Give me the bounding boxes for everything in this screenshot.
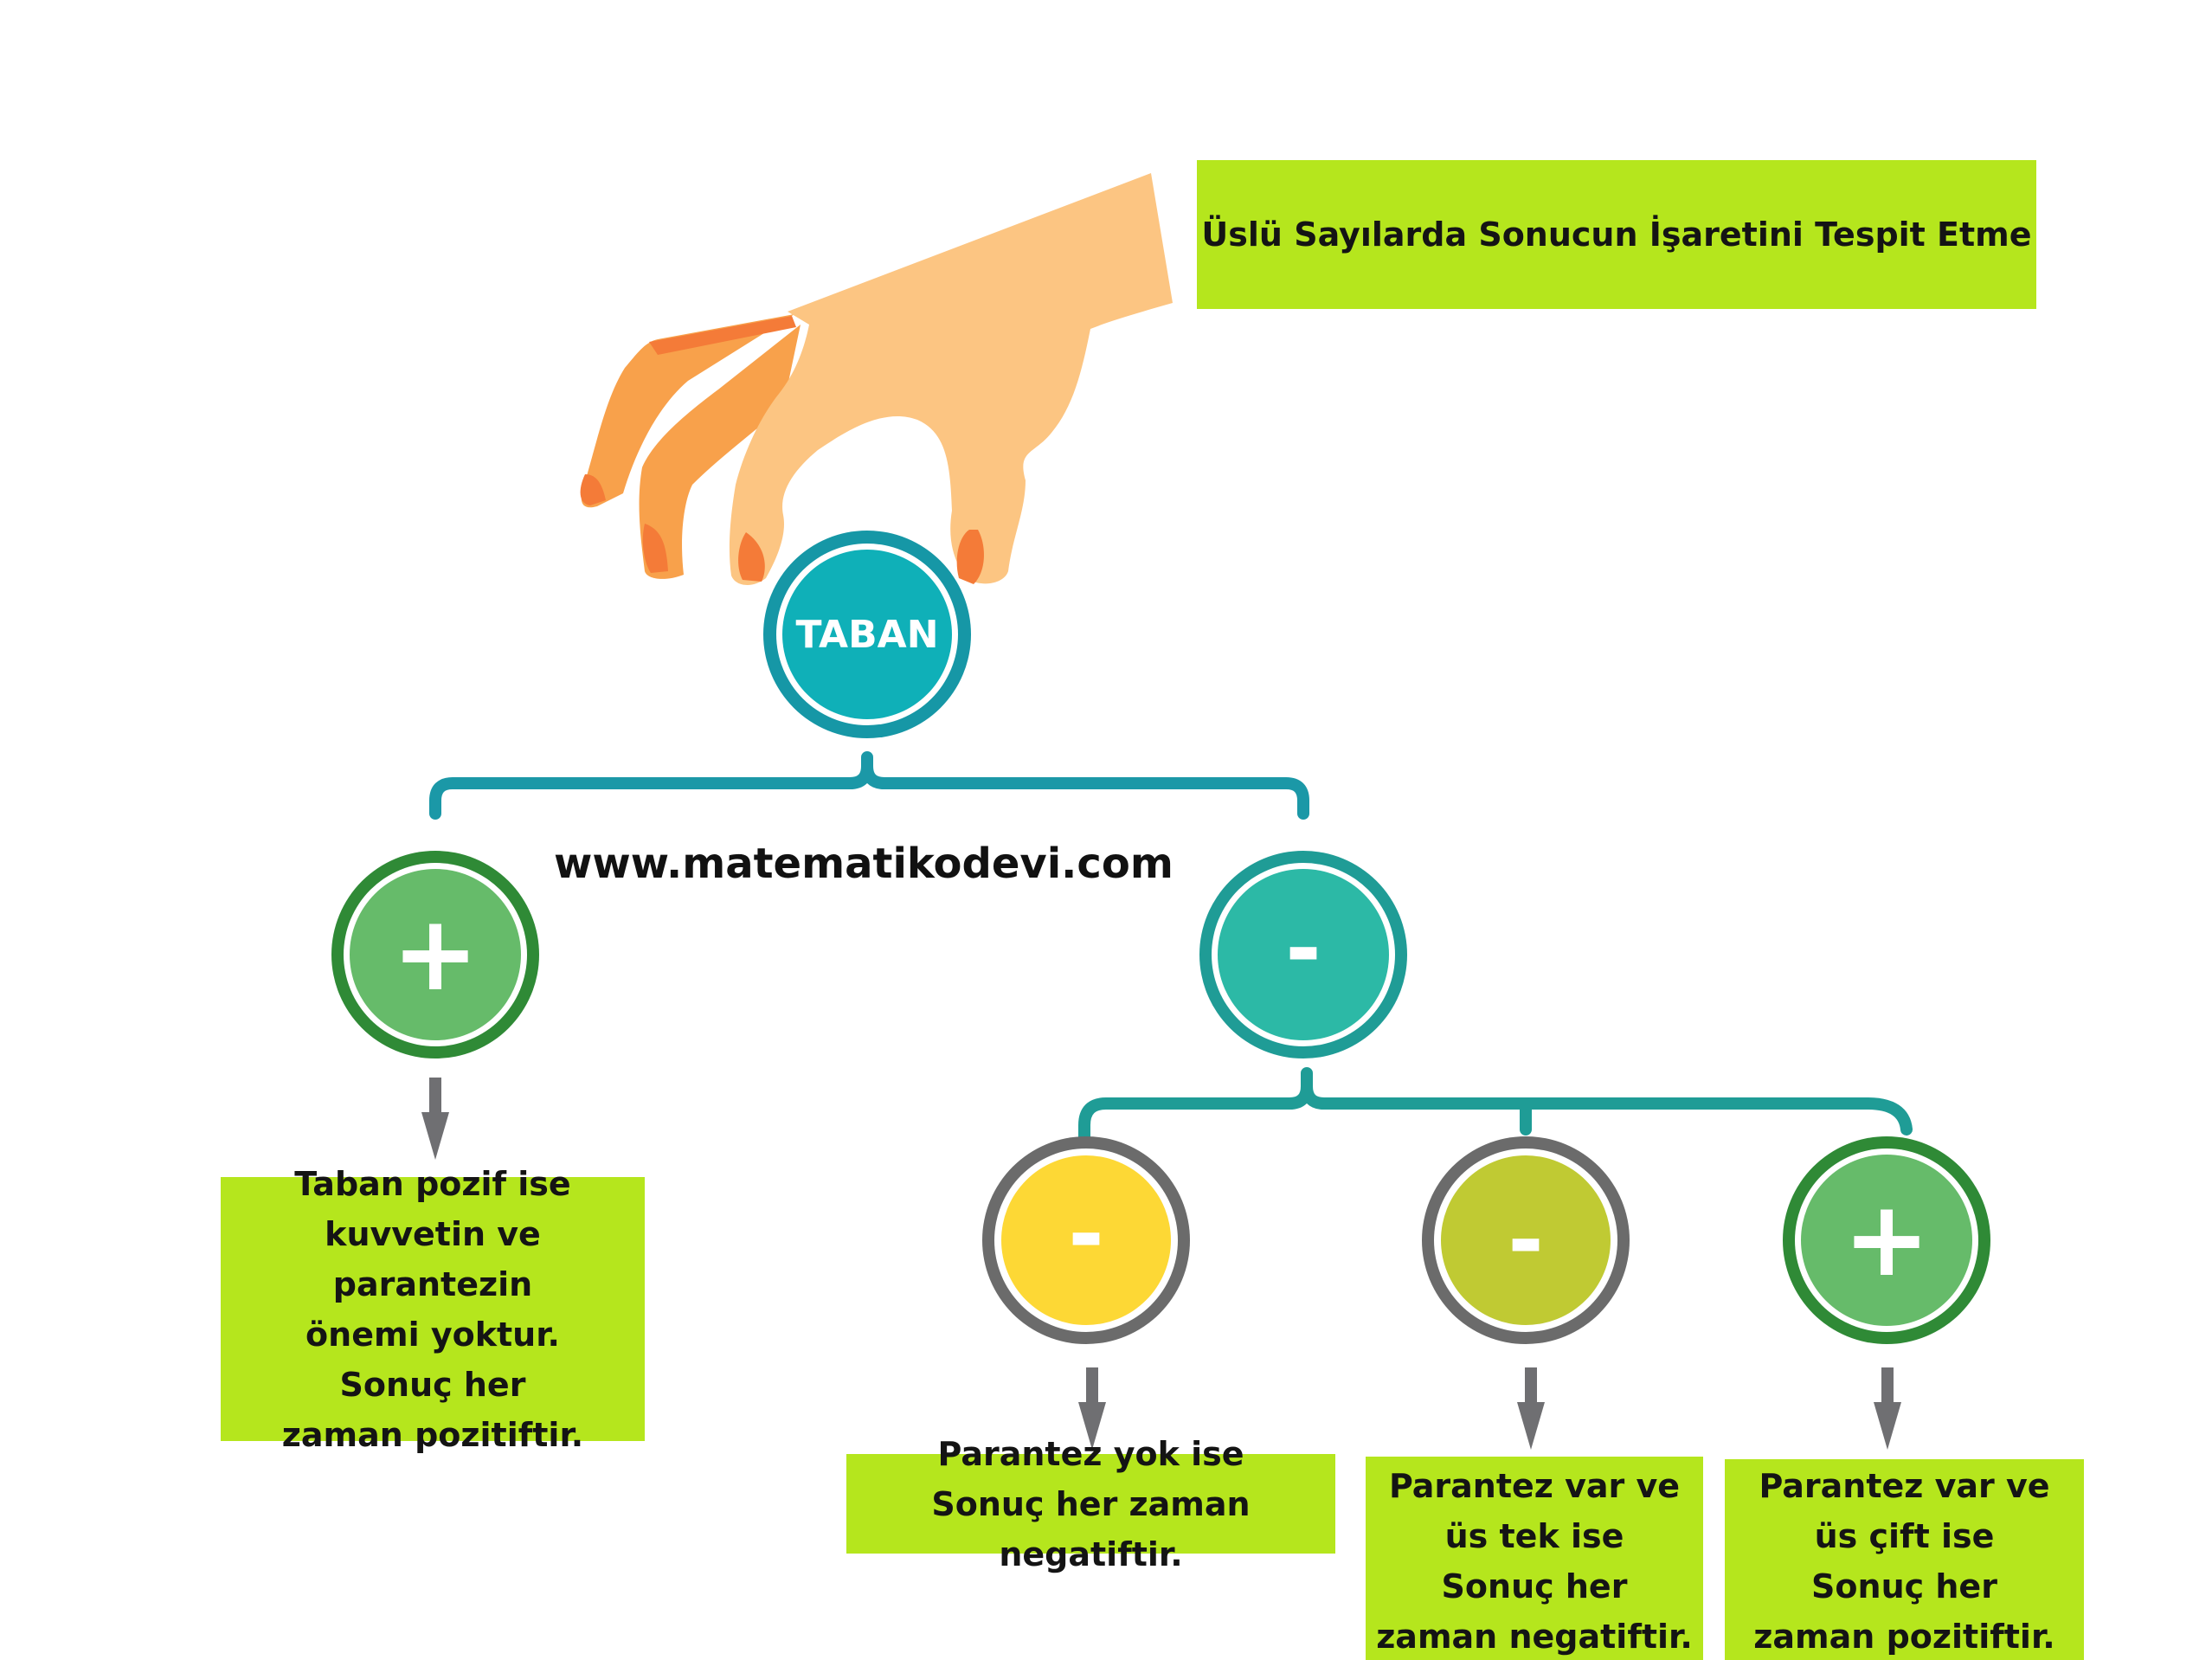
arrow-down-icon: [1874, 1367, 1901, 1450]
connector-root-split: [429, 751, 1309, 820]
negative-node: -: [1199, 851, 1407, 1058]
connectors: [429, 751, 1913, 1147]
hand-back-finger-1: [581, 314, 794, 508]
nail-index: [738, 532, 765, 582]
root-label: TABAN: [795, 613, 938, 657]
nail-1: [580, 474, 606, 505]
connector-negative-split: [1078, 1067, 1913, 1147]
child-even-exponent-node: +: [1783, 1136, 1990, 1344]
child-no-parentheses-sign: -: [1068, 1183, 1104, 1284]
hand-main: [729, 173, 1173, 585]
odd-exponent-result-box: Parantez var ve üs tek ise Sonuç her zam…: [1366, 1457, 1703, 1660]
hand-back-finger-2: [639, 325, 801, 579]
no-parentheses-result-text: Parantez yok ise Sonuç her zaman negatif…: [931, 1434, 1251, 1573]
nail-2: [642, 524, 668, 573]
nail-thumb: [956, 530, 984, 584]
child-odd-exponent-node: -: [1422, 1136, 1630, 1344]
child-no-parentheses-node: -: [982, 1136, 1190, 1344]
odd-exponent-result-text: Parantez var ve üs tek ise Sonuç her zam…: [1376, 1467, 1693, 1656]
even-exponent-result-text: Parantez var ve üs çift ise Sonuç her za…: [1753, 1467, 2055, 1656]
child-even-exponent-sign: +: [1843, 1180, 1931, 1300]
arrow-down-icon: [1517, 1367, 1545, 1450]
positive-sign: +: [392, 894, 479, 1014]
no-parentheses-result-box: Parantez yok ise Sonuç her zaman negatif…: [846, 1435, 1335, 1573]
arrow-down-icon: [421, 1078, 449, 1160]
arrows: [421, 1078, 1901, 1450]
website-url: www.matematikodevi.com: [554, 840, 1174, 888]
root-node: TABAN: [763, 531, 971, 738]
hand-cuff-band: [649, 316, 796, 355]
positive-node: +: [331, 851, 539, 1058]
title-box: Üslü Sayılarda Sonucun İşaretini Tespit …: [1197, 160, 2036, 309]
even-exponent-result-box: Parantez var ve üs çift ise Sonuç her za…: [1725, 1459, 2084, 1660]
negative-sign: -: [1285, 898, 1321, 999]
arrow-down-icon: [1078, 1367, 1106, 1450]
positive-result-text: Taban pozif ise kuvvetin ve parantezin ö…: [281, 1164, 584, 1454]
positive-result-box: Taban pozif ise kuvvetin ve parantezin ö…: [221, 1165, 645, 1454]
child-odd-exponent-sign: -: [1508, 1189, 1544, 1290]
hand-illustration: [580, 173, 1173, 585]
page-title: Üslü Sayılarda Sonucun İşaretini Tespit …: [1201, 216, 2032, 254]
